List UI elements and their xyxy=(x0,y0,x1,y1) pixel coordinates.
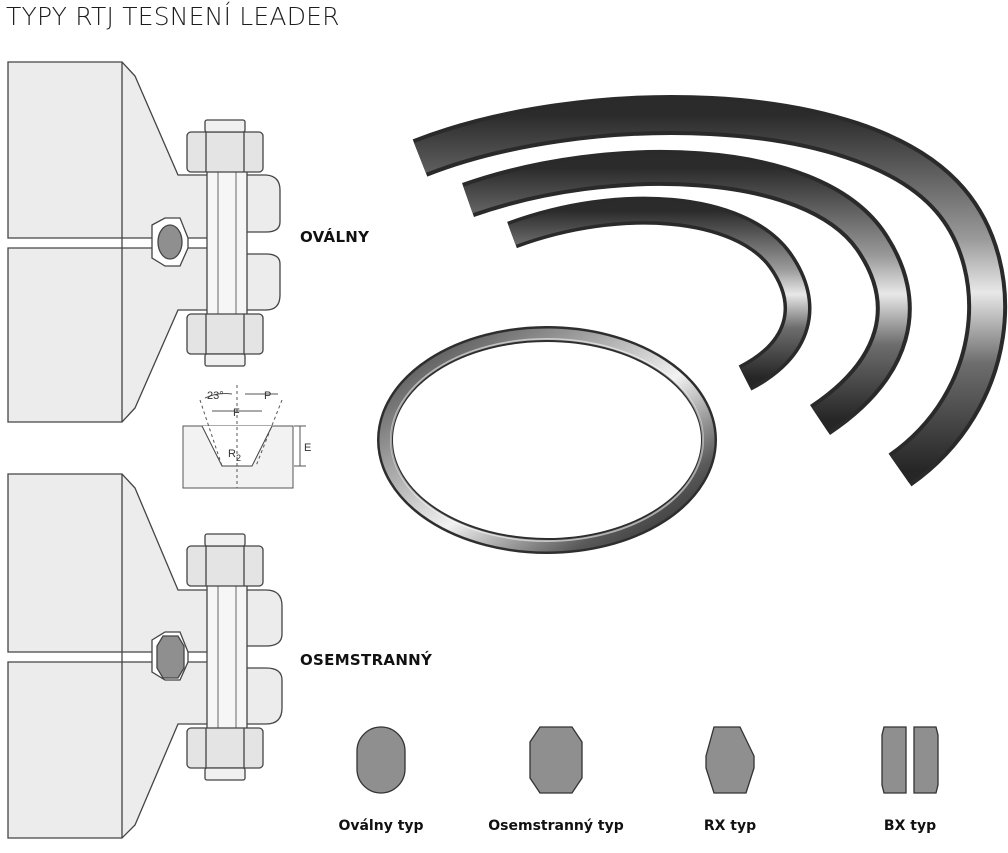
nut-top xyxy=(186,131,264,173)
type-label-octagonal: Osemstranný typ xyxy=(488,818,624,834)
groove-detail xyxy=(182,385,306,489)
groove-p-label: P xyxy=(264,390,271,402)
profile-oval xyxy=(356,726,406,794)
bolt-shank-2 xyxy=(206,581,248,733)
nut-bottom xyxy=(186,313,264,355)
flange-assembly-octagonal xyxy=(7,473,283,839)
groove-r-label: R2 xyxy=(228,448,241,463)
type-label-rx: RX typ xyxy=(703,818,757,834)
flange-assembly-oval xyxy=(7,61,281,423)
type-label-oval: Oválny typ xyxy=(338,818,424,834)
octagonal-gasket-in-flange xyxy=(156,635,185,679)
label-oval-flange: OVÁLNY xyxy=(300,228,370,246)
rtj-rings-illustration xyxy=(377,95,1008,554)
profile-rx xyxy=(705,726,755,794)
groove-f-label: F xyxy=(233,407,240,419)
nut-top-2 xyxy=(186,545,264,587)
label-octagonal-flange: OSEMSTRANNÝ xyxy=(300,651,433,669)
type-label-bx: BX typ xyxy=(883,818,937,834)
gasket-profiles xyxy=(356,726,939,794)
profile-octagonal xyxy=(529,726,583,794)
nut-bottom-2 xyxy=(186,727,264,769)
profile-bx-right xyxy=(913,726,939,794)
groove-angle-label: 23° xyxy=(207,390,224,402)
page-title: TYPY RTJ TESNENÍ LEADER xyxy=(6,2,340,31)
bolt-shank xyxy=(206,167,248,319)
profile-bx-left xyxy=(881,726,907,794)
groove-e-label: E xyxy=(304,442,311,454)
oval-gasket-in-flange xyxy=(157,224,183,260)
